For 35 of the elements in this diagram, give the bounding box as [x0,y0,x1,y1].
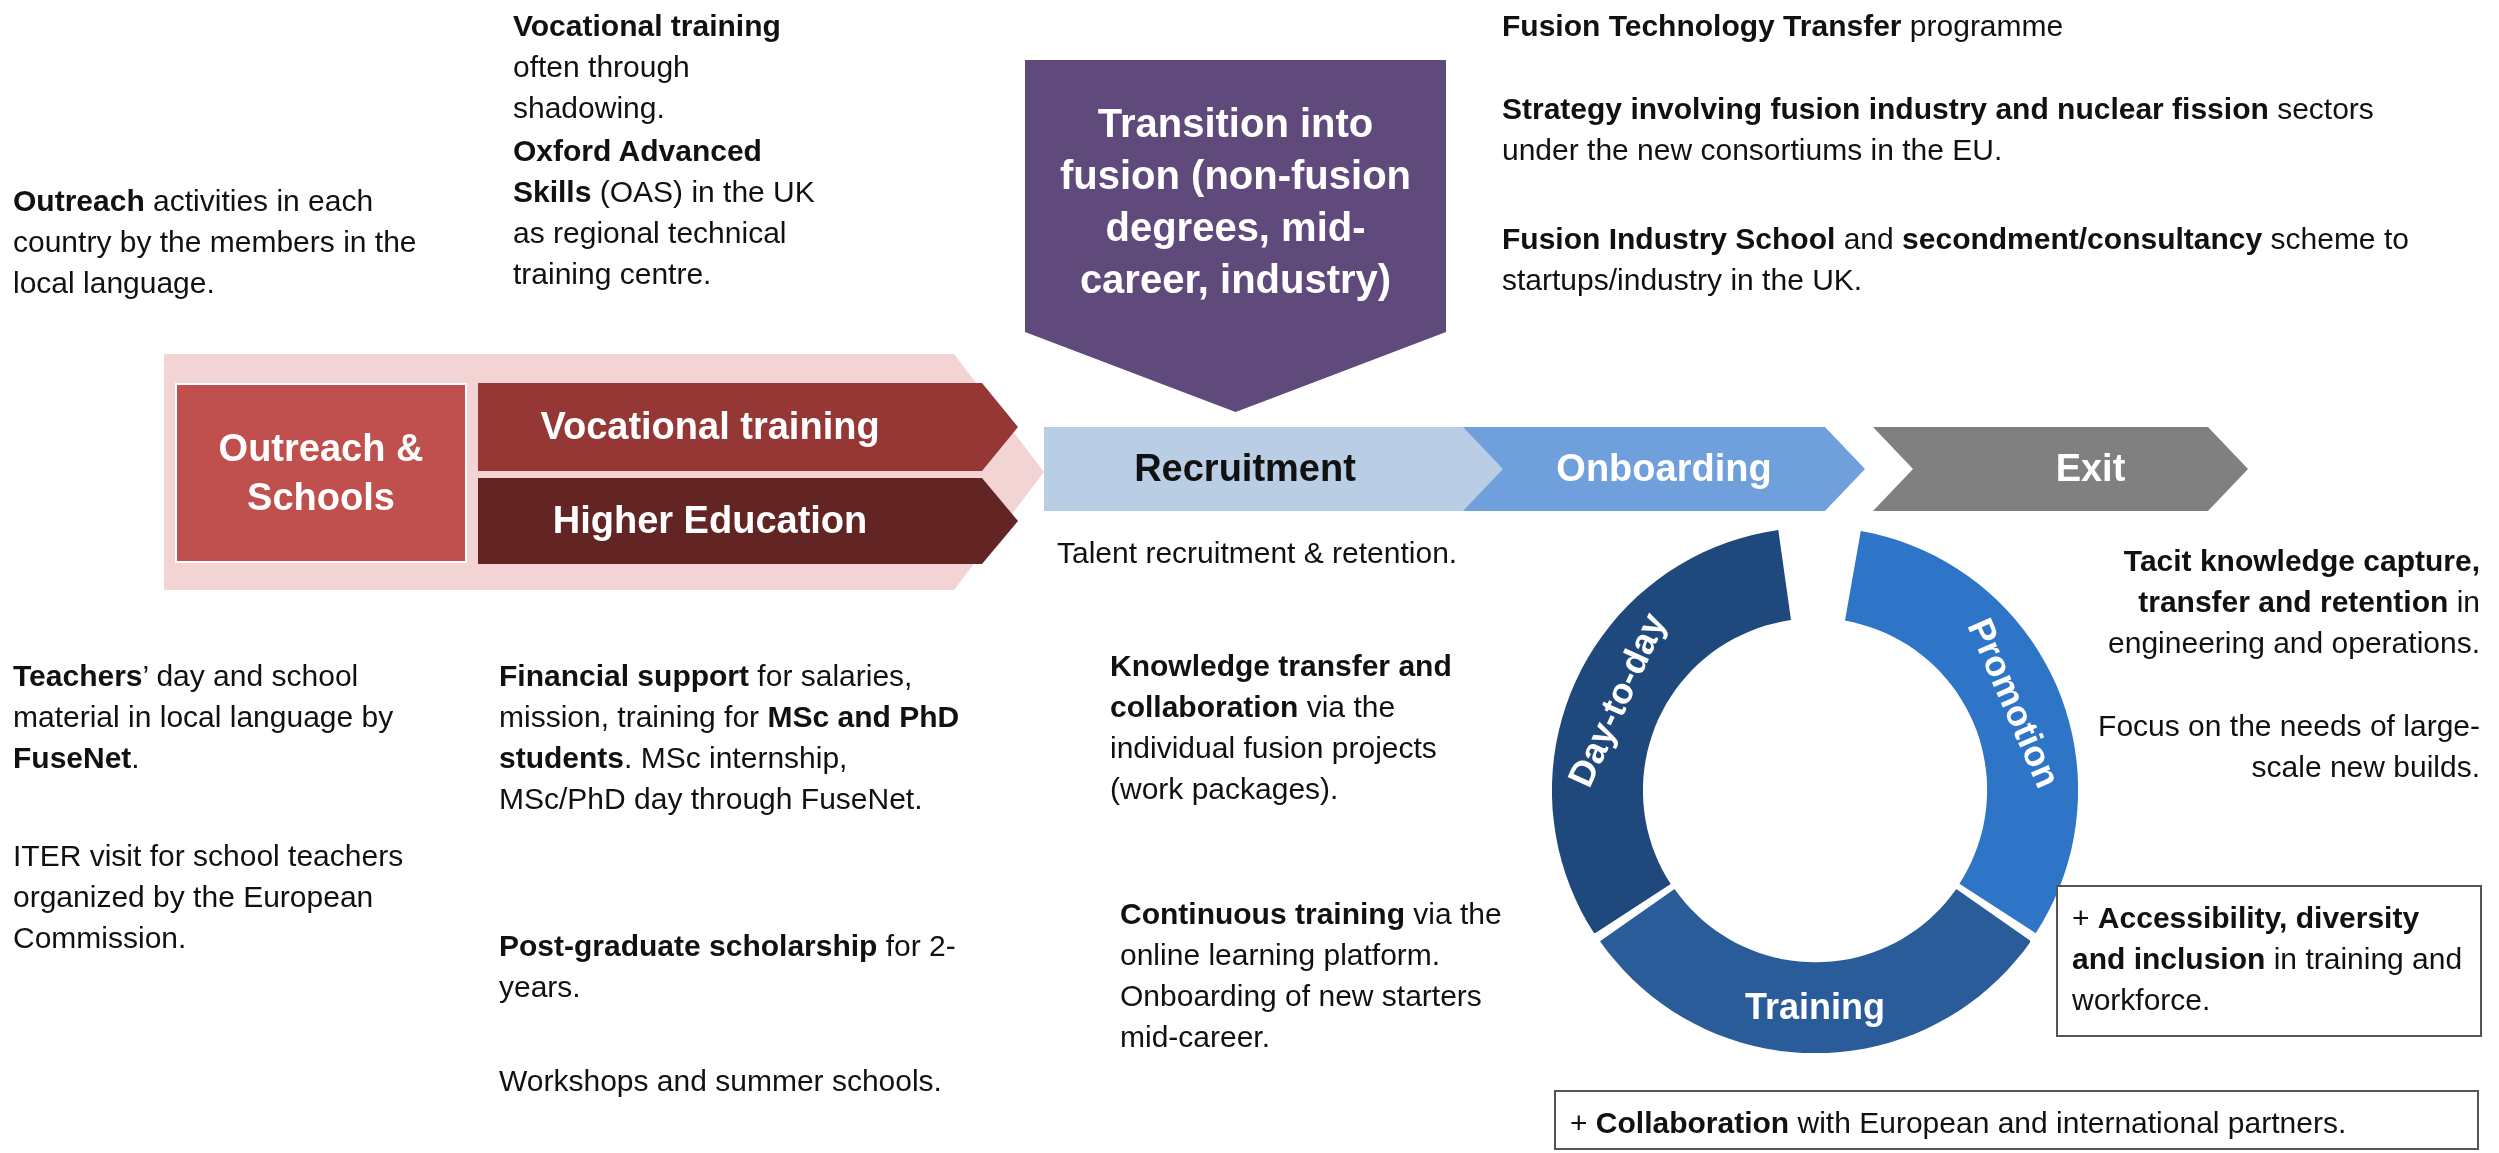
note-box: + Collaboration with European and international partners. [1554,1090,2479,1150]
description-text: Fusion Technology Transfer programme [1502,8,2065,44]
stage-label: Exit [2054,446,2127,492]
description-text: Knowledge transfer and collaboration via the individual fusion projects (work packages). [1110,648,1453,807]
ring-segment [1552,529,1792,934]
stage-label: Outreach & Schools [217,425,425,520]
stage-banner [1873,427,2248,511]
description-text: ITER visit for school teachers organized by the European Commission. [13,838,405,956]
description-text: Strategy involving fusion industry and nuclear fission sectors under the new consortiums in the EU. [1502,91,2375,168]
stage-banner [1463,427,1865,511]
description-text: Financial support for salaries, mission, training for MSc and PhD students. MSc internship, MSc/PhD day through FuseNet. [499,658,961,817]
description-text: Talent recruitment & retention. [1057,535,1459,571]
stage-box [175,383,467,563]
stage-banner [478,478,1018,564]
stage-label: Vocational training [539,404,881,450]
description-text: Tacit knowledge capture, transfer and retention in engineering and operations. [2107,543,2480,661]
stage-label: Higher Education [551,498,869,544]
description-text: Vocational training often through shadowing. [513,8,782,126]
stage-banner [1044,427,1506,511]
stage-label: Recruitment [1133,446,1357,492]
stage-pentagon [1025,60,1446,412]
description-text: Workshops and summer schools. [499,1063,943,1099]
stage-label: Onboarding [1555,446,1773,492]
description-text: Fusion Industry School and secondment/consultancy scheme to startups/industry in the UK. [1502,221,2410,298]
description-text: Outreach activities in each country by the members in the local language. [13,183,418,301]
description-text: Continuous training via the online learning platform. Onboarding of new starters mid-career. [1120,896,1503,1055]
description-text: Post-graduate scholarship for 2-years. [499,928,957,1005]
ring-segment [1599,888,2031,1053]
description-text: Oxford Advanced Skills (OAS) in the UK as regional technical training centre. [513,133,816,292]
description-text: Teachers’ day and school material in local language by FuseNet. [13,658,395,776]
segment-label: Training [1745,986,1885,1029]
stage-label: Transition into fusion (non-fusion degrees, mid-career, industry) [1059,100,1412,303]
note-box: + Accessibility, diversity and inclusion in training and workforce. [2056,885,2482,1037]
stage-banner [478,383,1018,471]
chevron-band [164,354,1044,590]
